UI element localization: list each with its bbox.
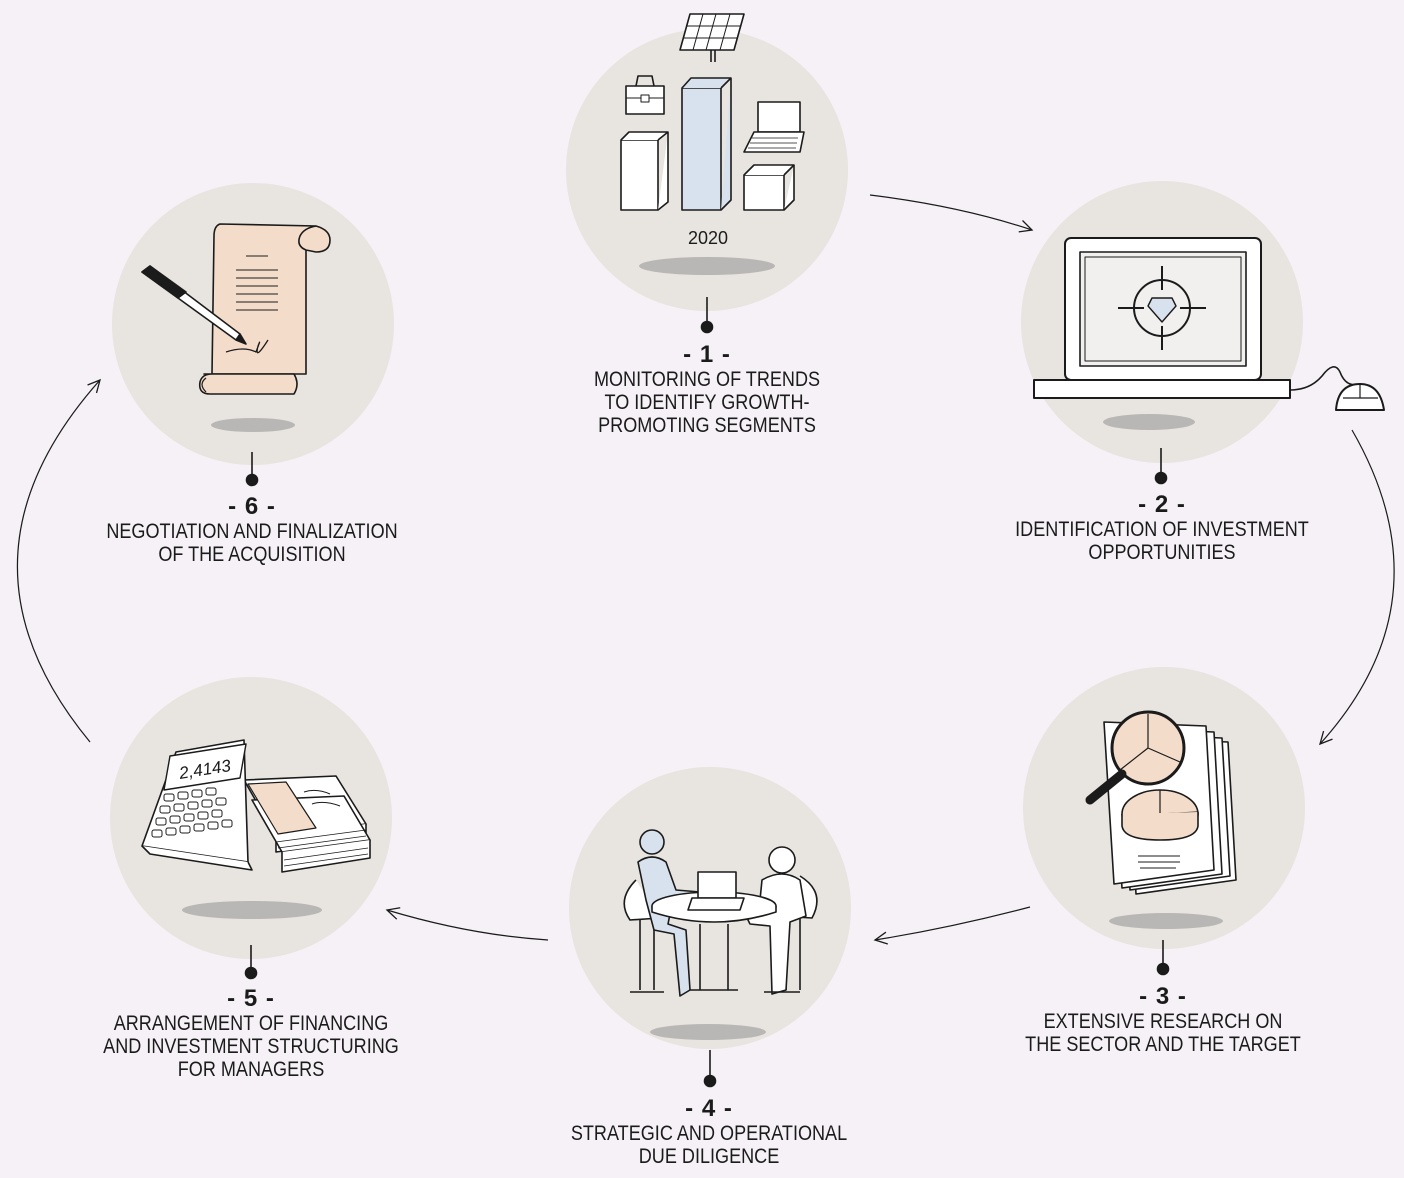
contract-signing-icon xyxy=(141,223,331,395)
connector-4 xyxy=(703,1050,717,1088)
step-5-line-2: AND INVESTMENT STRUCTURING xyxy=(103,1035,399,1058)
connector-3 xyxy=(1156,940,1170,976)
step-6-label: - 6 - NEGOTIATION AND FINALIZATION OF TH… xyxy=(42,493,462,567)
arrow-1-to-2 xyxy=(869,194,1034,233)
step-6-number: - 6 - xyxy=(228,493,276,520)
step-4-number: - 4 - xyxy=(685,1095,733,1122)
step-2-line-1: IDENTIFICATION OF INVESTMENT xyxy=(1015,518,1309,541)
arrow-5-to-6 xyxy=(16,378,101,743)
step-3-label: - 3 - EXTENSIVE RESEARCH ON THE SECTOR A… xyxy=(963,983,1363,1057)
step-5-node: 2,4143 xyxy=(110,677,392,959)
step-3-number: - 3 - xyxy=(1139,983,1187,1010)
arrow-4-to-5 xyxy=(385,907,549,941)
step-2-number: - 2 - xyxy=(1138,491,1186,518)
step-6-line-2: OF THE ACQUISITION xyxy=(158,543,346,566)
bar-chart-trends-icon xyxy=(620,13,805,211)
step-1-line-3: PROMOTING SEGMENTS xyxy=(598,414,816,437)
step-2-label: - 2 - IDENTIFICATION OF INVESTMENT OPPOR… xyxy=(962,491,1362,565)
step-2-text: IDENTIFICATION OF INVESTMENT OPPORTUNITI… xyxy=(990,518,1334,564)
connector-1 xyxy=(700,297,714,334)
step-5-text: ARRANGEMENT OF FINANCING AND INVESTMENT … xyxy=(75,1012,428,1081)
connectors xyxy=(244,297,1170,1088)
laptop-target-diamond-icon xyxy=(1033,237,1385,411)
step-5-line-3: FOR MANAGERS xyxy=(177,1058,325,1081)
step-1-text: MONITORING OF TRENDS TO IDENTIFY GROWTH-… xyxy=(535,368,879,437)
step-6-text: NEGOTIATION AND FINALIZATION OF THE ACQU… xyxy=(71,520,432,566)
cycle-arrows xyxy=(16,194,1395,945)
step-4-label: - 4 - STRATEGIC AND OPERATIONAL DUE DILI… xyxy=(504,1095,914,1169)
step-2-line-2: OPPORTUNITIES xyxy=(1088,541,1236,564)
connector-6 xyxy=(245,452,259,487)
step-3-text: EXTENSIVE RESEARCH ON THE SECTOR AND THE… xyxy=(991,1010,1335,1056)
meeting-table-icon xyxy=(623,829,818,997)
step-4-shadow xyxy=(650,1024,766,1040)
arrow-2-to-3 xyxy=(1319,429,1395,746)
step-1-number: - 1 - xyxy=(683,341,731,368)
step-3-line-1: EXTENSIVE RESEARCH ON xyxy=(1043,1010,1283,1033)
step-5-circle xyxy=(110,677,392,959)
step-3-node xyxy=(1023,667,1305,949)
step-1-year-label: 2020 xyxy=(688,228,728,248)
step-3-shadow xyxy=(1109,913,1223,929)
step-1-node: 2020 xyxy=(566,13,848,311)
step-3-line-2: THE SECTOR AND THE TARGET xyxy=(1025,1033,1301,1056)
step-4-line-2: DUE DILIGENCE xyxy=(638,1145,780,1168)
step-2-shadow xyxy=(1103,414,1195,430)
step-4-text: STRATEGIC AND OPERATIONAL DUE DILIGENCE xyxy=(533,1122,886,1168)
connector-5 xyxy=(244,945,258,980)
step-4-line-1: STRATEGIC AND OPERATIONAL xyxy=(570,1122,848,1145)
step-5-number: - 5 - xyxy=(227,985,275,1012)
step-6-line-1: NEGOTIATION AND FINALIZATION xyxy=(106,520,398,543)
step-6-node xyxy=(112,183,394,465)
magnifier-report-icon xyxy=(1085,710,1237,895)
calculator-money-icon xyxy=(141,739,371,873)
step-2-node xyxy=(1021,181,1385,463)
step-1-shadow xyxy=(639,257,775,275)
arrow-3-to-4 xyxy=(873,906,1031,945)
step-1-label: - 1 - MONITORING OF TRENDS TO IDENTIFY G… xyxy=(507,341,907,438)
step-1-line-1: MONITORING OF TRENDS xyxy=(593,368,821,391)
connector-2 xyxy=(1154,448,1168,485)
step-5-line-1: ARRANGEMENT OF FINANCING xyxy=(113,1012,389,1035)
step-6-shadow xyxy=(211,418,295,432)
step-5-shadow xyxy=(182,901,322,919)
step-5-label: - 5 - ARRANGEMENT OF FINANCING AND INVES… xyxy=(46,985,456,1082)
step-4-node xyxy=(569,767,851,1049)
step-1-line-2: TO IDENTIFY GROWTH- xyxy=(604,391,810,414)
